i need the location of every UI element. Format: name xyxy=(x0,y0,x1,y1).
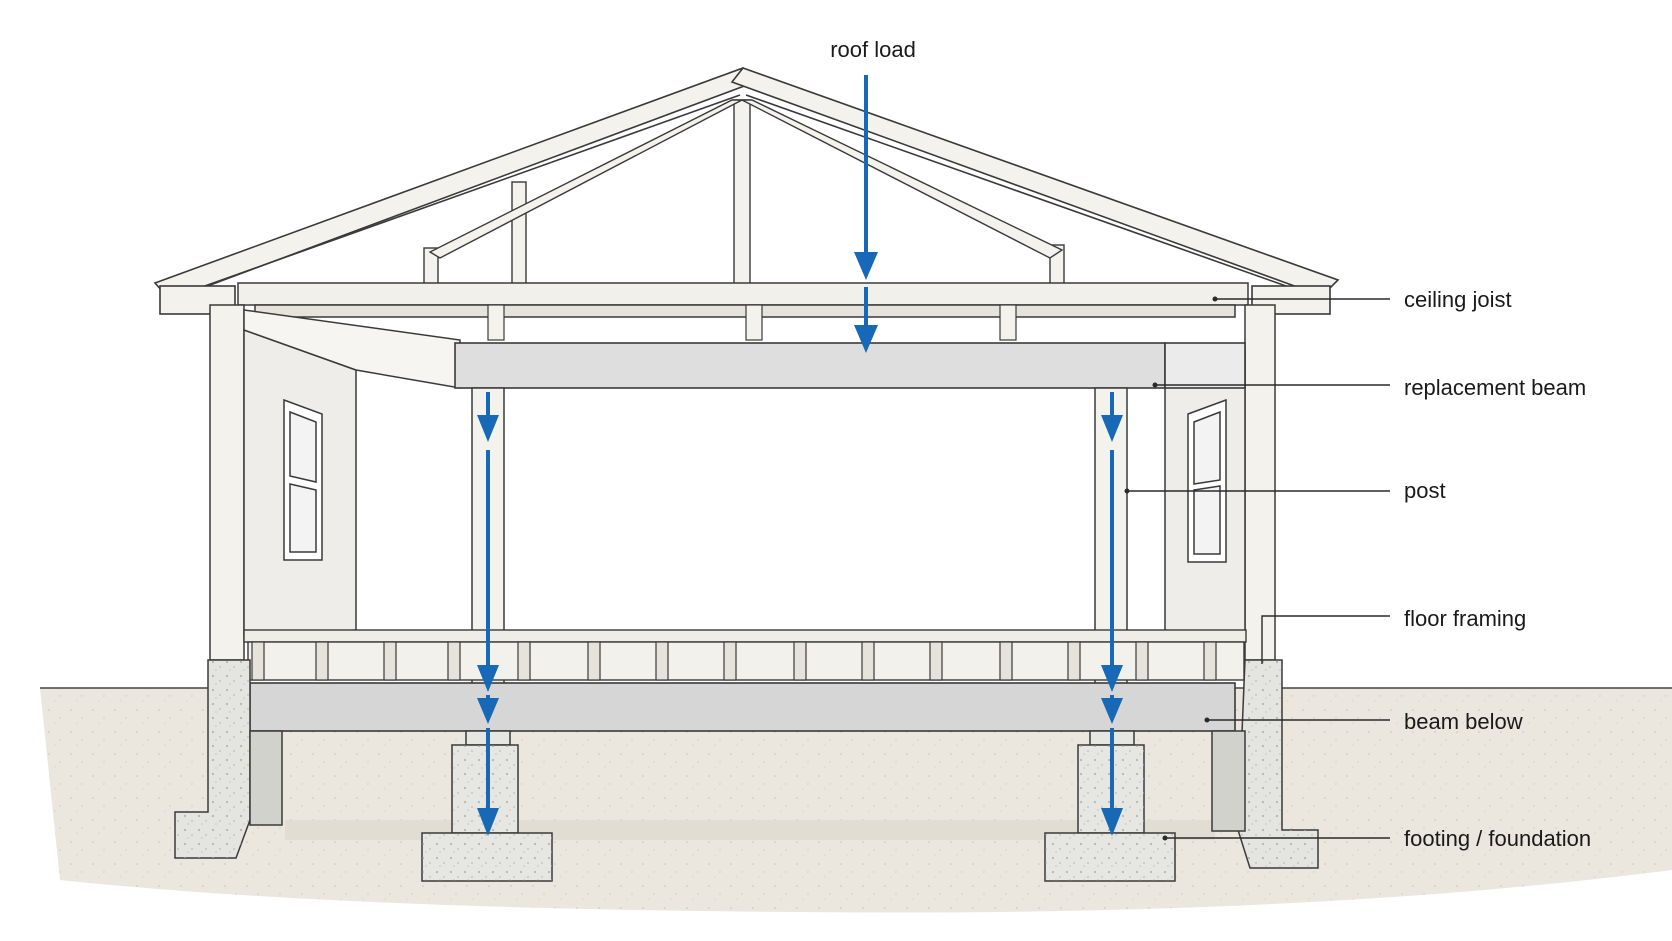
roof xyxy=(153,67,1340,315)
right-stud-wall xyxy=(1244,304,1276,661)
roof-load-label: roof load xyxy=(830,37,916,62)
load-arrows xyxy=(477,75,1123,836)
beam-arrow-head xyxy=(854,325,878,353)
roof-right-slope xyxy=(730,67,1340,297)
left-window xyxy=(283,398,323,561)
ceiling-joist-member xyxy=(237,282,1249,318)
leader-lines xyxy=(1124,296,1390,841)
left-web xyxy=(511,181,527,286)
ceiling-joist-label: ceiling joist xyxy=(1404,287,1512,312)
floor-framing-label: floor framing xyxy=(1404,606,1526,631)
joist-blocks xyxy=(487,304,1017,341)
left-wall xyxy=(209,304,461,661)
footing-foundation-label: footing / foundation xyxy=(1404,826,1591,851)
beam-below-member xyxy=(249,682,1236,732)
floor-framing-member xyxy=(243,629,1247,681)
foundation-walls xyxy=(174,659,1319,869)
roof-load-arrow-head xyxy=(854,252,878,280)
king-post xyxy=(733,99,751,286)
post-label: post xyxy=(1404,478,1446,503)
left-foundation-inner xyxy=(249,730,283,826)
beam-below-label: beam below xyxy=(1404,709,1523,734)
left-stud-wall xyxy=(209,304,245,661)
roof-left-slope xyxy=(153,67,757,301)
truss-webs xyxy=(423,99,1065,286)
replacement-beam-label: replacement beam xyxy=(1404,375,1586,400)
right-foundation-inner xyxy=(1211,730,1246,832)
right-window xyxy=(1187,398,1227,563)
leader-floor-framing xyxy=(1261,615,1390,664)
replacement-beam-member xyxy=(454,342,1246,389)
